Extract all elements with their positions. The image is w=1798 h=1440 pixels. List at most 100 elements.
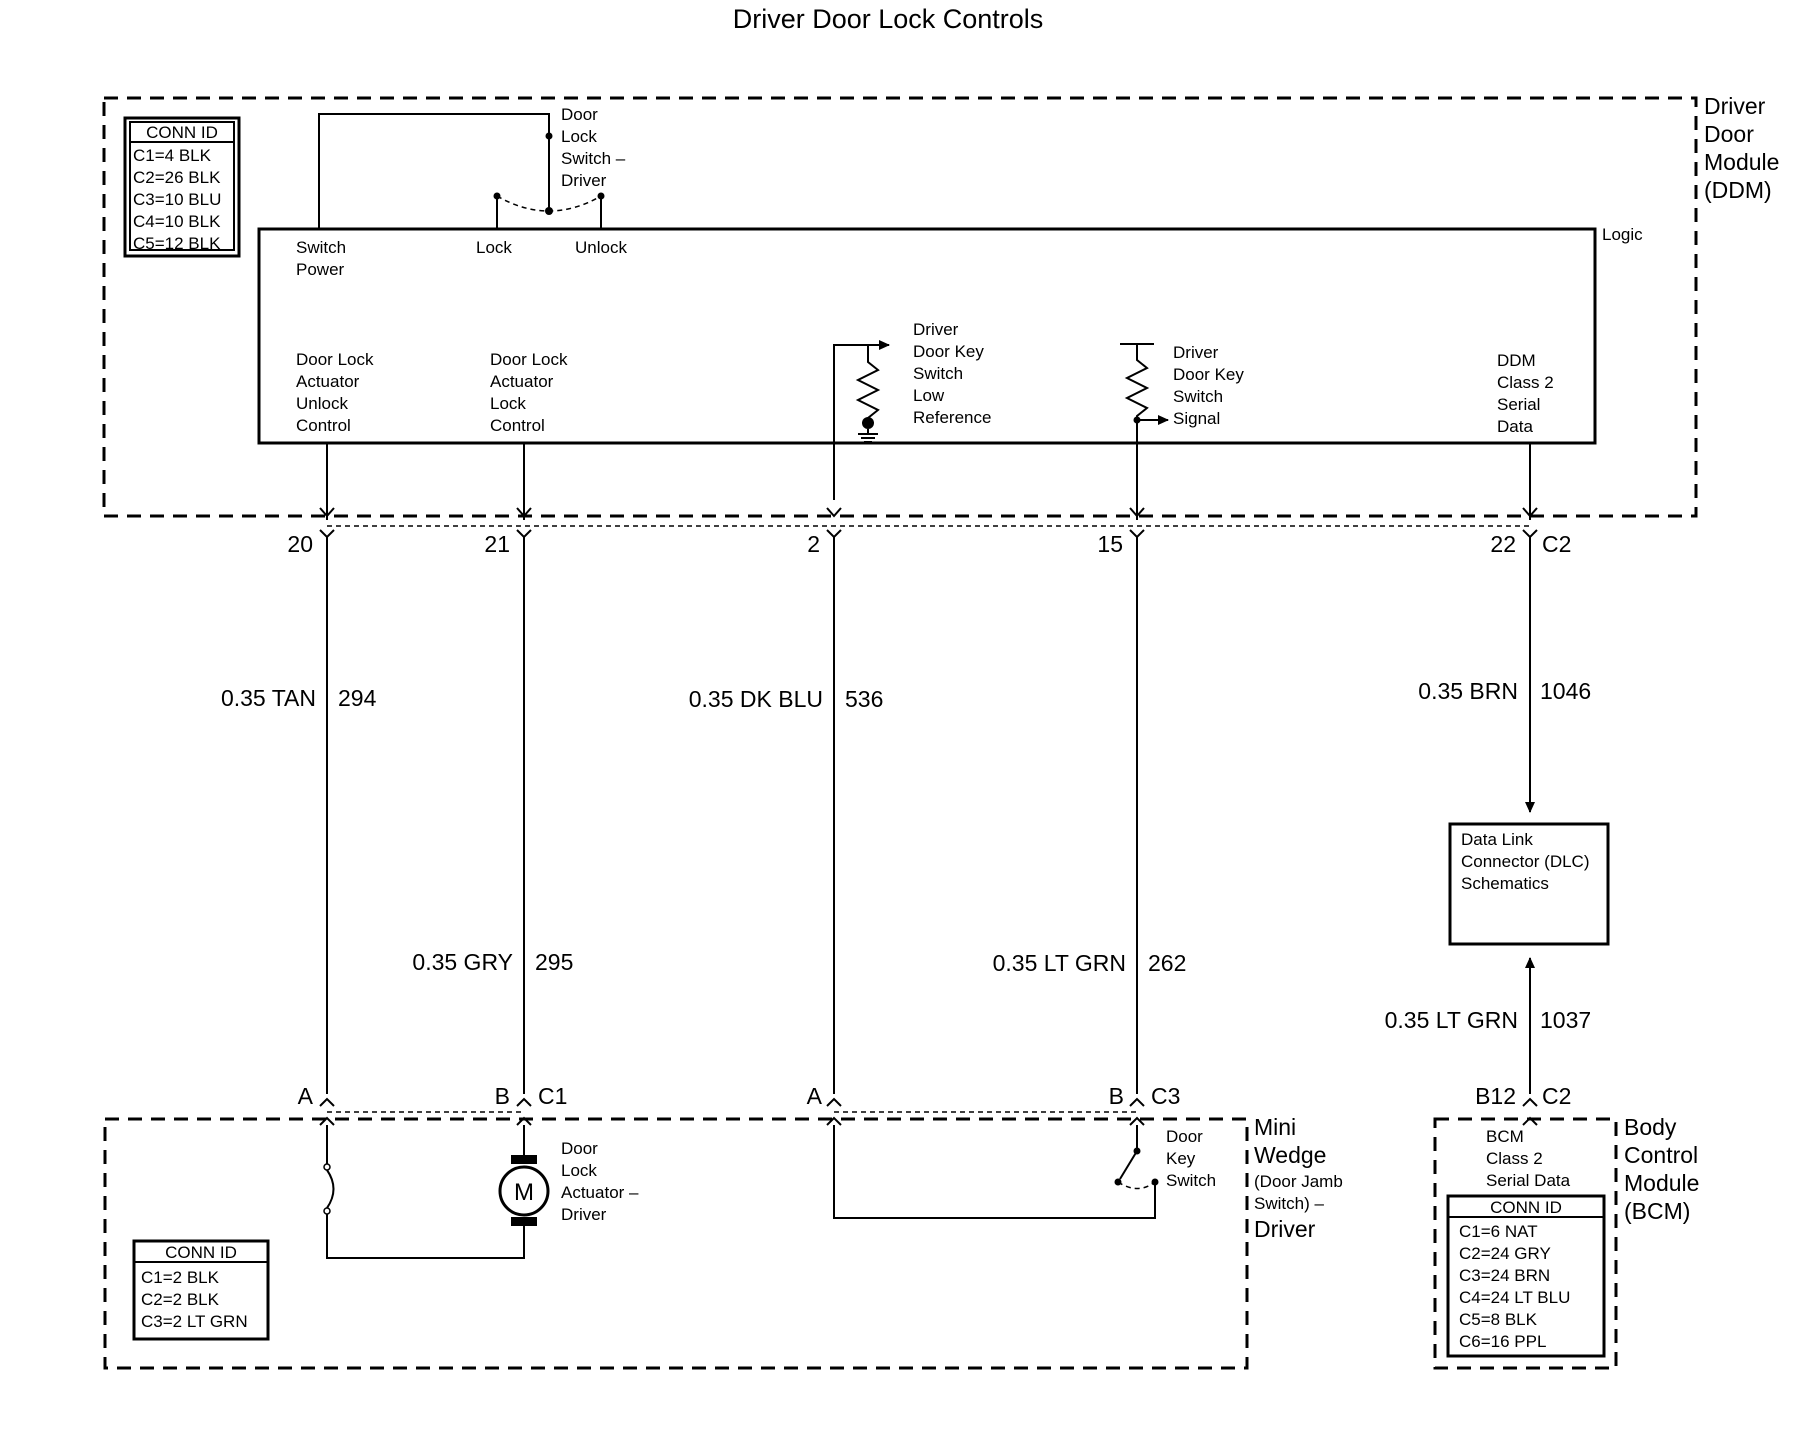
- svg-text:Data: Data: [1497, 417, 1533, 436]
- svg-text:Module: Module: [1624, 1170, 1699, 1196]
- svg-text:Reference: Reference: [913, 408, 991, 427]
- pin-b-c3: B: [1109, 1083, 1124, 1109]
- svg-text:Mini: Mini: [1254, 1114, 1296, 1140]
- door-lock-actuator-motor: M Door Lock Actuator – Driver: [498, 1125, 639, 1226]
- svg-text:C1=4 BLK: C1=4 BLK: [133, 146, 212, 165]
- wire-536: [826, 507, 842, 539]
- svg-text:C1=2 BLK: C1=2 BLK: [141, 1268, 220, 1287]
- wedge-conn-id-table: CONN ID C1=2 BLK C2=2 BLK C3=2 LT GRN: [132, 1239, 270, 1341]
- svg-text:Wedge: Wedge: [1254, 1142, 1326, 1168]
- pin-2: 2: [807, 531, 820, 557]
- svg-text:Door Key: Door Key: [1173, 365, 1244, 384]
- svg-text:Door Key: Door Key: [913, 342, 984, 361]
- svg-text:Power: Power: [296, 260, 345, 279]
- conn-c1: C1: [538, 1083, 567, 1109]
- pin-15: 15: [1097, 531, 1123, 557]
- motor-symbol: M: [514, 1179, 534, 1206]
- svg-text:DDM: DDM: [1497, 351, 1536, 370]
- svg-text:Driver: Driver: [1254, 1216, 1316, 1242]
- svg-text:Logic: Logic: [1602, 225, 1643, 244]
- svg-text:Unlock: Unlock: [575, 238, 627, 257]
- svg-text:536: 536: [845, 686, 883, 712]
- svg-text:Door: Door: [1166, 1127, 1203, 1146]
- svg-text:1037: 1037: [1540, 1007, 1591, 1033]
- svg-text:Lock: Lock: [476, 238, 512, 257]
- svg-text:C5=8 BLK: C5=8 BLK: [1459, 1310, 1538, 1329]
- svg-text:0.35 BRN: 0.35 BRN: [1418, 678, 1518, 704]
- svg-text:Connector (DLC): Connector (DLC): [1461, 852, 1590, 871]
- svg-text:Schematics: Schematics: [1461, 874, 1549, 893]
- svg-text:Switch) –: Switch) –: [1254, 1194, 1324, 1213]
- svg-text:Unlock: Unlock: [296, 394, 348, 413]
- svg-text:Driver: Driver: [561, 1205, 607, 1224]
- svg-text:(Door Jamb: (Door Jamb: [1254, 1172, 1343, 1191]
- conn-c3: C3: [1151, 1083, 1180, 1109]
- pin-20: 20: [287, 531, 313, 557]
- circuit-breaker: [323, 1125, 525, 1259]
- svg-text:Class 2: Class 2: [1497, 373, 1554, 392]
- svg-text:C2=24 GRY: C2=24 GRY: [1459, 1244, 1551, 1263]
- svg-text:C2=2 BLK: C2=2 BLK: [141, 1290, 220, 1309]
- body-control-module: Body Control Module (BCM) BCM Class 2 Se…: [1433, 1114, 1699, 1370]
- svg-text:Body: Body: [1624, 1114, 1677, 1140]
- svg-text:Driver: Driver: [913, 320, 959, 339]
- svg-text:262: 262: [1148, 950, 1186, 976]
- wire-label-1046: 0.35 BRN 1046: [1418, 678, 1591, 704]
- svg-text:C1=6 NAT: C1=6 NAT: [1459, 1222, 1538, 1241]
- svg-text:Class 2: Class 2: [1486, 1149, 1543, 1168]
- lower-connectors: [319, 1097, 1538, 1126]
- bcm-serial-data-label: BCM Class 2 Serial Data: [1486, 1127, 1571, 1190]
- wire-262: [1129, 420, 1145, 539]
- ddm-conn-id-table: CONN ID C1=4 BLK C2=26 BLK C3=10 BLU C4=…: [123, 116, 241, 258]
- svg-text:Lock: Lock: [561, 127, 597, 146]
- dlc-schematics-box: Data Link Connector (DLC) Schematics: [1448, 822, 1610, 946]
- bcm-conn-c2: C2: [1542, 1083, 1571, 1109]
- svg-text:Lock: Lock: [490, 394, 526, 413]
- svg-text:Module: Module: [1704, 149, 1779, 175]
- wire-label-262: 0.35 LT GRN 262: [993, 950, 1187, 976]
- mini-wedge-module: Mini Wedge (Door Jamb Switch) – Driver M…: [103, 1114, 1343, 1370]
- svg-text:Door: Door: [561, 105, 598, 124]
- svg-text:Driver: Driver: [1704, 93, 1766, 119]
- svg-text:Serial Data: Serial Data: [1486, 1171, 1571, 1190]
- pin-a-c1: A: [298, 1083, 314, 1109]
- logic-box: Logic Switch Power Lock Unlock Door Lock…: [257, 225, 1643, 500]
- pin-b12: B12: [1475, 1083, 1516, 1109]
- svg-text:Low: Low: [913, 386, 945, 405]
- door-lock-switch: Door Lock Switch – Driver: [318, 105, 626, 229]
- door-key-switch: Door Key Switch: [833, 1125, 1216, 1219]
- svg-text:Signal: Signal: [1173, 409, 1220, 428]
- svg-text:0.35 LT GRN: 0.35 LT GRN: [1385, 1007, 1518, 1033]
- pin-b-c1: B: [495, 1083, 510, 1109]
- svg-text:Door: Door: [1704, 121, 1754, 147]
- svg-text:CONN ID: CONN ID: [1490, 1198, 1562, 1217]
- bcm-name-label: Body Control Module (BCM): [1624, 1114, 1699, 1224]
- driver-door-module: Driver Door Module (DDM) CONN ID C1=4 BL…: [102, 93, 1779, 518]
- svg-text:0.35 TAN: 0.35 TAN: [221, 685, 316, 711]
- svg-text:C6=16 PPL: C6=16 PPL: [1459, 1332, 1546, 1351]
- wire-label-294: 0.35 TAN 294: [221, 685, 377, 711]
- svg-text:Control: Control: [296, 416, 351, 435]
- svg-text:Data Link: Data Link: [1461, 830, 1533, 849]
- svg-text:C5=12 BLK: C5=12 BLK: [133, 234, 221, 253]
- svg-text:1046: 1046: [1540, 678, 1591, 704]
- svg-text:Switch: Switch: [1166, 1171, 1216, 1190]
- wire-label-536: 0.35 DK BLU 536: [689, 686, 884, 712]
- svg-text:CONN ID: CONN ID: [146, 123, 218, 142]
- svg-text:C3=10 BLU: C3=10 BLU: [133, 190, 221, 209]
- svg-text:C4=10 BLK: C4=10 BLK: [133, 212, 221, 231]
- diagram-title: Driver Door Lock Controls: [733, 4, 1044, 34]
- svg-text:Serial: Serial: [1497, 395, 1540, 414]
- svg-text:0.35 DK BLU: 0.35 DK BLU: [689, 686, 823, 712]
- svg-text:Driver: Driver: [1173, 343, 1219, 362]
- ddm-conn-c2: C2: [1542, 531, 1571, 557]
- svg-text:0.35 LT GRN: 0.35 LT GRN: [993, 950, 1126, 976]
- svg-text:C4=24 LT BLU: C4=24 LT BLU: [1459, 1288, 1570, 1307]
- ddm-name-label: Driver Door Module (DDM): [1704, 93, 1779, 203]
- svg-text:Control: Control: [1624, 1142, 1698, 1168]
- svg-text:Control: Control: [490, 416, 545, 435]
- svg-text:CONN ID: CONN ID: [165, 1243, 237, 1262]
- pin-22: 22: [1490, 531, 1516, 557]
- svg-text:294: 294: [338, 685, 377, 711]
- svg-text:BCM: BCM: [1486, 1127, 1524, 1146]
